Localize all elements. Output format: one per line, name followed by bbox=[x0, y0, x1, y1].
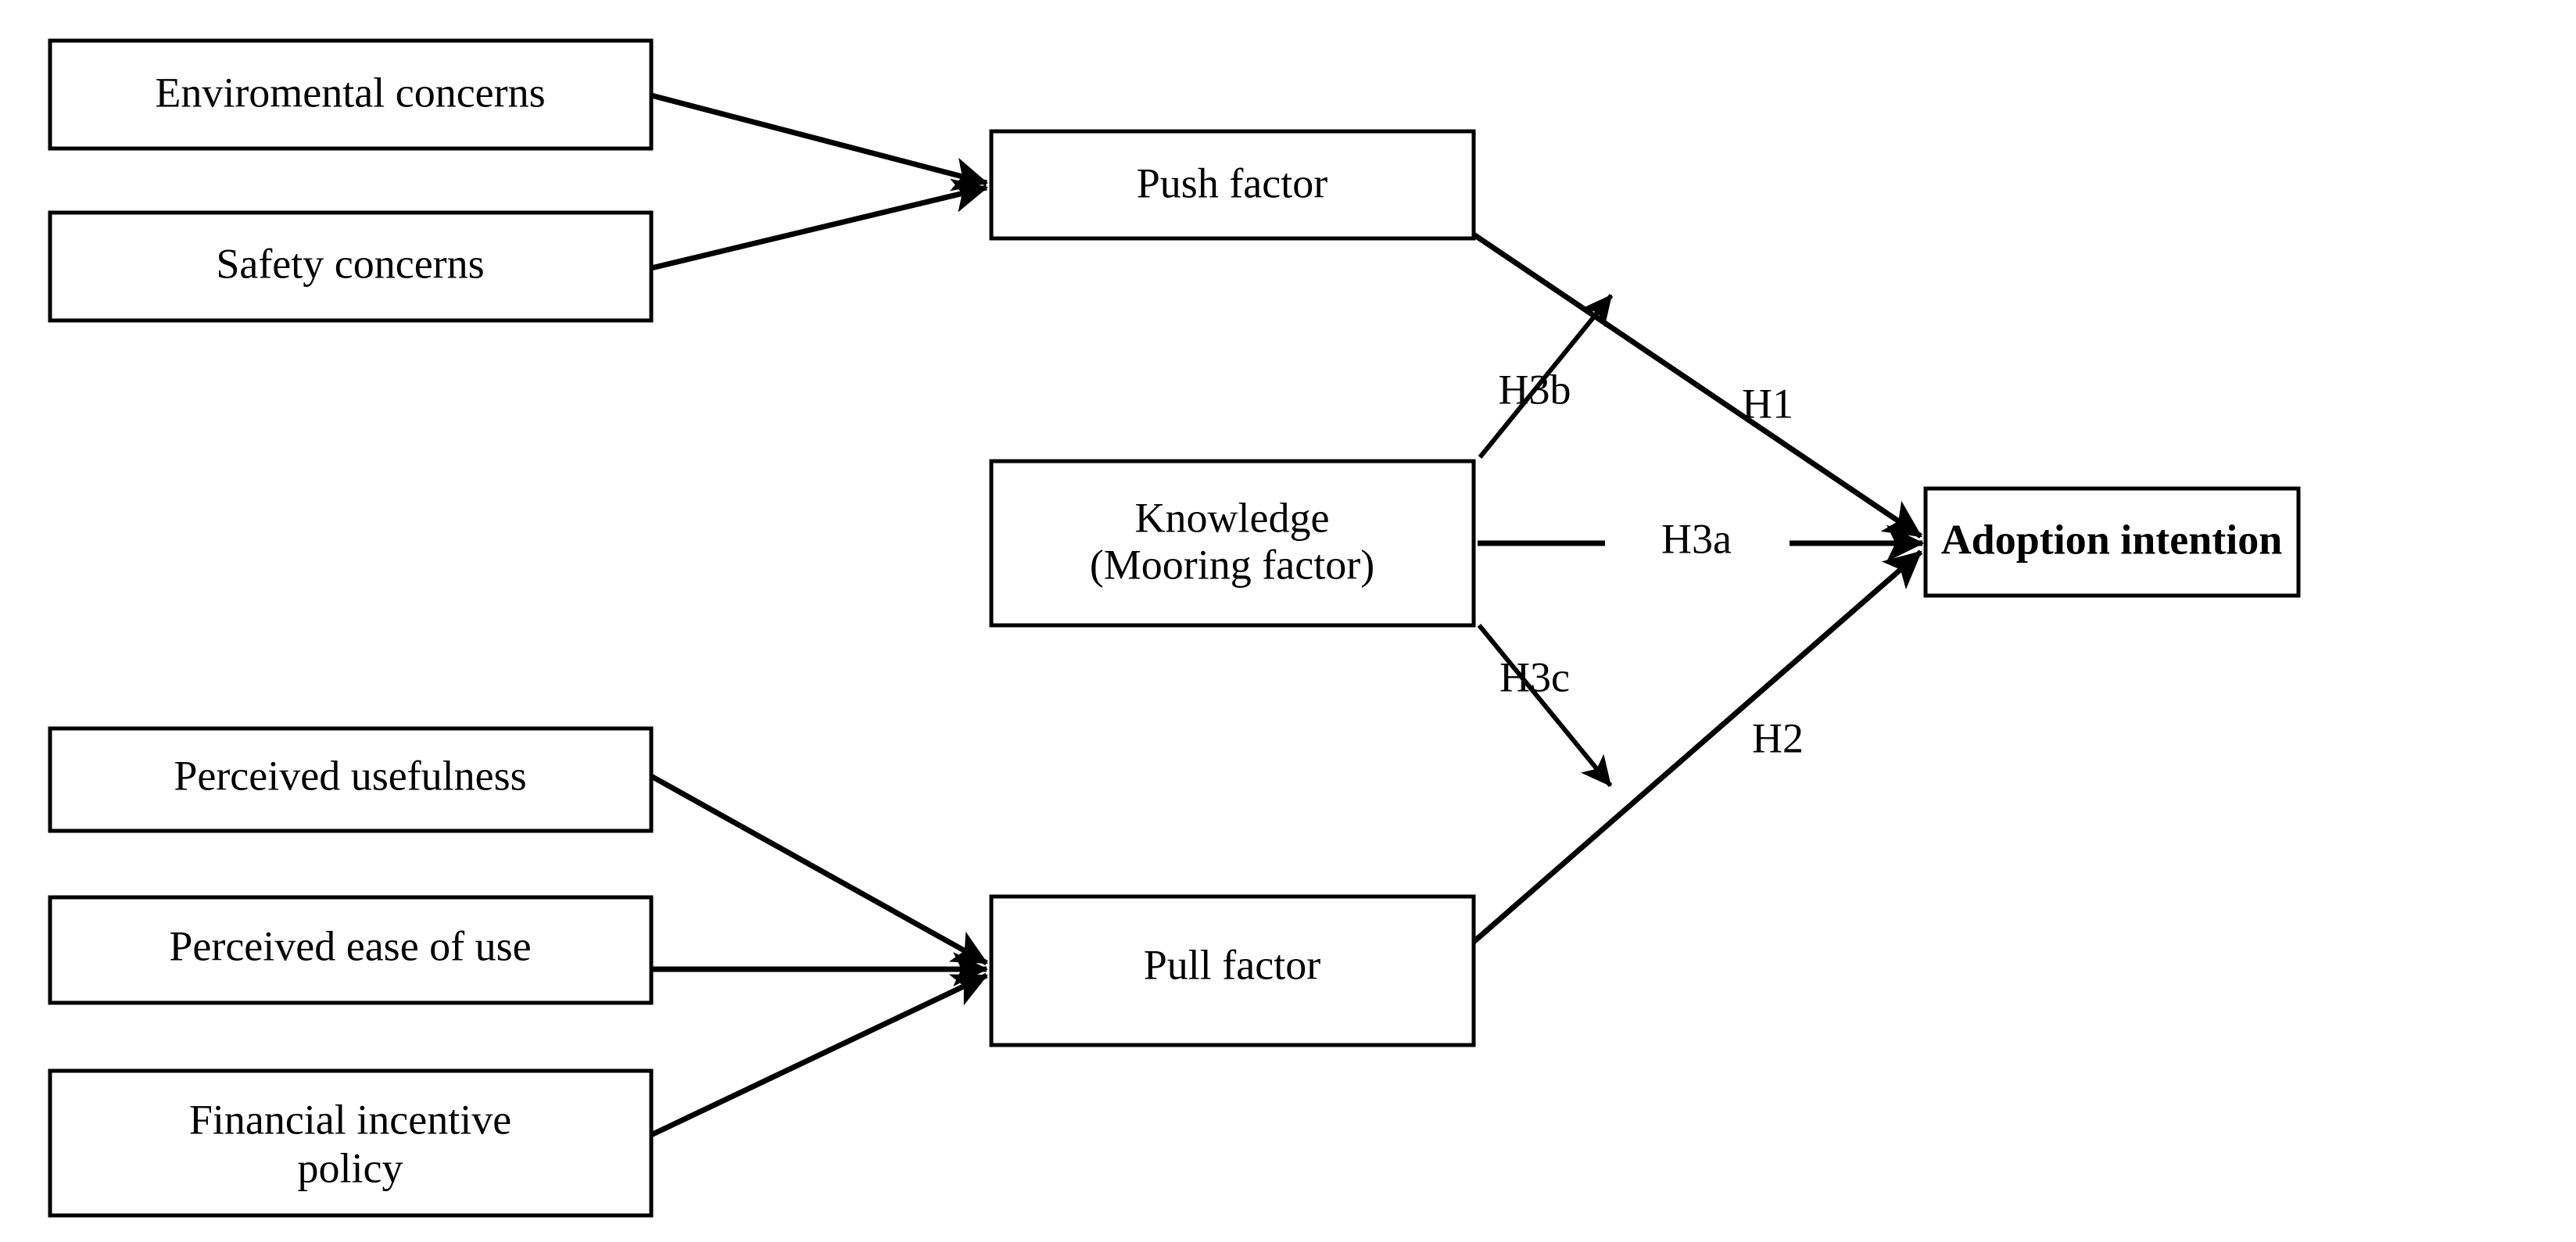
edge-knowledge-h3b-moderator bbox=[1478, 294, 1614, 459]
node-financial-incentive-policy[interactable]: Financial incentive policy bbox=[48, 1068, 654, 1218]
node-perceived-ease-of-use[interactable]: Perceived ease of use bbox=[48, 895, 654, 1005]
node-adoption-intention[interactable]: Adoption intention bbox=[1923, 486, 2301, 598]
node-adoption-intention-label: Adoption intention bbox=[1941, 516, 2283, 563]
edge-environmental-to-push bbox=[650, 92, 988, 191]
node-knowledge-label-line1: Knowledge bbox=[1135, 494, 1330, 541]
edge-push-to-adoption-h1 bbox=[1472, 232, 1922, 539]
node-financial-incentive-label-line2: policy bbox=[298, 1144, 403, 1191]
node-perceived-usefulness-label: Perceived usefulness bbox=[174, 752, 526, 799]
node-perceived-usefulness[interactable]: Perceived usefulness bbox=[48, 726, 654, 833]
edge-knowledge-h3c-moderator bbox=[1477, 624, 1613, 787]
edge-usefulness-to-pull bbox=[650, 773, 988, 966]
node-pull-factor-label: Pull factor bbox=[1144, 941, 1320, 988]
edge-label-h3b: H3b bbox=[1499, 366, 1571, 413]
node-financial-incentive-label-line1: Financial incentive bbox=[189, 1096, 511, 1143]
edge-safety-to-push bbox=[650, 178, 988, 271]
node-knowledge-label-line2: (Mooring factor) bbox=[1090, 541, 1374, 588]
edge-label-h3a: H3a bbox=[1661, 515, 1732, 562]
node-environmental-concerns[interactable]: Enviromental concerns bbox=[48, 38, 654, 151]
node-safety-concerns-label: Safety concerns bbox=[216, 240, 484, 287]
node-push-factor-label: Push factor bbox=[1137, 159, 1327, 206]
node-push-factor[interactable]: Push factor bbox=[989, 129, 1476, 241]
edge-label-h3c: H3c bbox=[1499, 653, 1570, 700]
edge-label-h2: H2 bbox=[1752, 714, 1804, 761]
edge-label-h1: H1 bbox=[1742, 380, 1793, 427]
node-pull-factor[interactable]: Pull factor bbox=[989, 894, 1476, 1047]
edge-pull-to-adoption-h2 bbox=[1471, 549, 1923, 944]
node-perceived-ease-of-use-label: Perceived ease of use bbox=[169, 922, 531, 969]
node-knowledge-mooring-factor[interactable]: Knowledge (Mooring factor) bbox=[989, 459, 1476, 628]
node-safety-concerns[interactable]: Safety concerns bbox=[48, 210, 654, 323]
node-environmental-concerns-label: Enviromental concerns bbox=[155, 69, 545, 116]
edge-financial-incentive-to-pull bbox=[650, 972, 988, 1138]
